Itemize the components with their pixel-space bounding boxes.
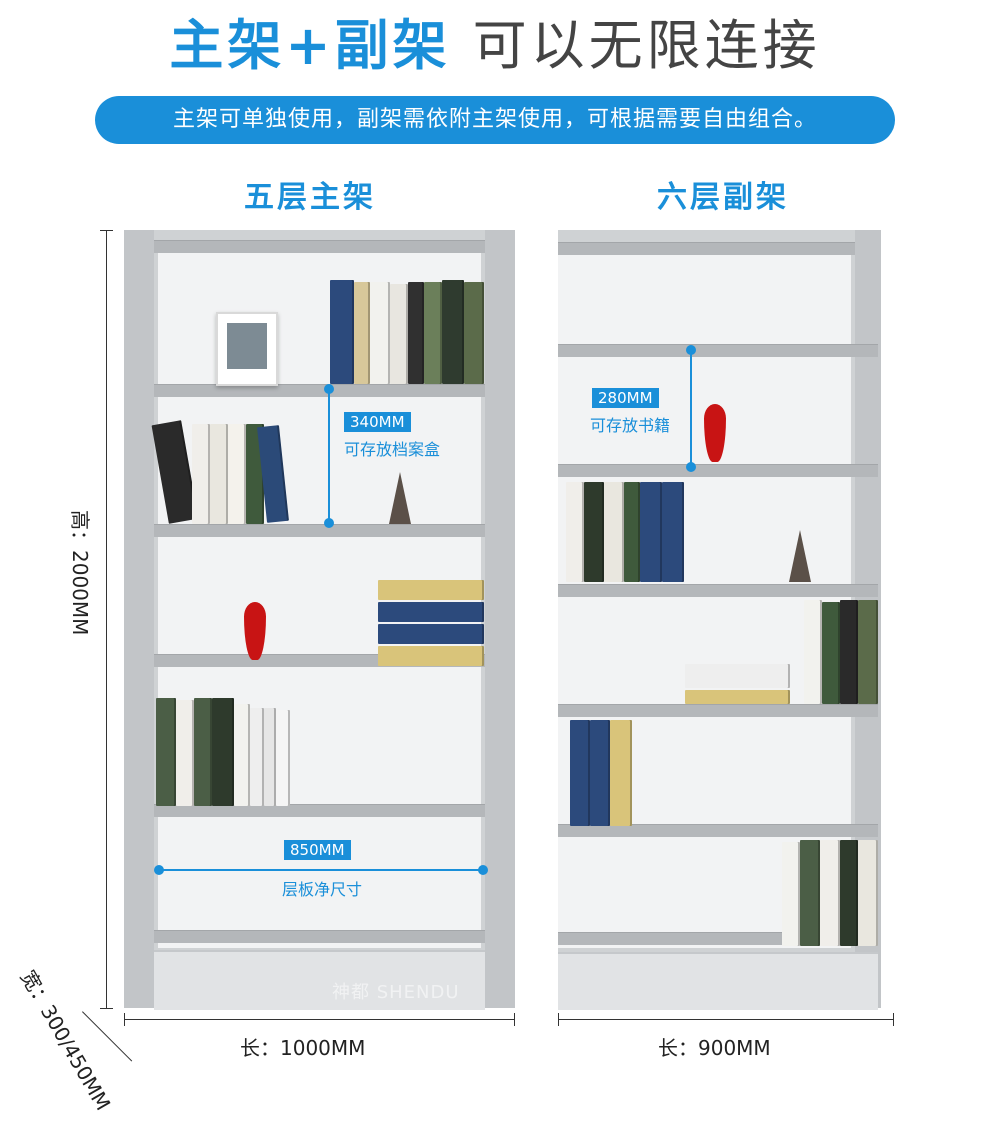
book	[590, 720, 610, 826]
main-shelf-right-post	[485, 230, 515, 1008]
title-plus: +	[285, 14, 335, 77]
title-main-part2: 副架	[334, 14, 451, 77]
title-suffix: 可以无限连接	[472, 14, 821, 77]
sub-shelf-board-2	[558, 464, 878, 477]
stacked-book	[685, 690, 790, 704]
book	[408, 282, 424, 384]
stacked-book	[378, 646, 484, 666]
book	[210, 424, 228, 524]
book	[570, 720, 590, 826]
eiffel-tower-figurine	[789, 530, 811, 582]
sub-shelf-base	[558, 952, 878, 1010]
height-dim-cap-bottom	[100, 1008, 113, 1009]
gap-measure-line	[328, 389, 330, 523]
red-vase	[704, 404, 726, 462]
book	[782, 842, 800, 946]
width-note: 层板净尺寸	[282, 880, 363, 899]
sub-shelf-title: 六层副架	[657, 180, 789, 215]
book	[858, 840, 878, 946]
main-shelf-board-4	[154, 804, 485, 817]
stacked-book	[378, 624, 484, 644]
left-length-cap-right	[514, 1013, 515, 1026]
book	[194, 698, 212, 806]
sub-shelf-board-1	[558, 344, 878, 357]
book	[176, 700, 194, 806]
book	[276, 710, 290, 806]
width-measure-line	[159, 869, 483, 871]
book	[464, 282, 484, 384]
main-shelf-board-top	[154, 240, 485, 253]
height-dim-line	[106, 230, 107, 1008]
book	[250, 708, 264, 806]
gap-tag-340: 340MM	[344, 412, 411, 432]
main-shelf-board-2	[154, 524, 485, 537]
book	[604, 482, 624, 582]
left-length-dim-line	[124, 1019, 515, 1020]
book	[212, 698, 234, 806]
right-length-label: 长：900MM	[658, 1036, 771, 1060]
book	[156, 698, 176, 806]
watermark: 神都 SHENDU	[332, 982, 460, 1003]
gap-tag-280: 280MM	[592, 388, 659, 408]
book	[800, 840, 820, 946]
sub-shelf-board-4	[558, 704, 878, 717]
photo-frame-picture	[227, 323, 267, 369]
book	[370, 282, 390, 384]
book	[192, 424, 210, 524]
measure-dot	[686, 462, 696, 472]
sub-shelf-board-top	[558, 242, 855, 255]
main-shelf-board-1	[154, 384, 485, 397]
stacked-book	[378, 602, 484, 622]
stacked-book	[685, 664, 790, 688]
stacked-book	[378, 580, 484, 600]
main-shelf-board-5	[154, 930, 485, 943]
book	[234, 704, 250, 806]
left-length-cap-left	[124, 1013, 125, 1026]
right-length-dim-line	[558, 1019, 894, 1020]
book	[424, 282, 442, 384]
right-length-cap-left	[558, 1013, 559, 1026]
width-tag-850: 850MM	[284, 840, 351, 860]
book	[840, 600, 858, 704]
book	[610, 720, 632, 826]
measure-dot	[324, 518, 334, 528]
sub-shelf-board-3	[558, 584, 878, 597]
book	[442, 280, 464, 384]
depth-label: 宽：300/450MM	[15, 966, 116, 1115]
book	[566, 482, 584, 582]
main-shelf-title: 五层主架	[244, 180, 376, 215]
book	[354, 282, 370, 384]
measure-dot	[478, 865, 488, 875]
book	[820, 840, 840, 946]
book	[804, 600, 822, 704]
sub-shelf-board-5	[558, 824, 878, 837]
book	[264, 708, 276, 806]
book	[584, 482, 604, 582]
book	[624, 482, 640, 582]
sub-shelf	[558, 230, 881, 1010]
book	[858, 600, 878, 704]
book	[662, 482, 684, 582]
page-title: 主架+副架可以无限连接	[0, 10, 990, 82]
red-vase	[244, 602, 266, 660]
height-label: 高：2000MM	[68, 510, 92, 636]
main-shelf-base	[154, 950, 485, 1010]
info-banner: 主架可单独使用，副架需依附主架使用，可根据需要自由组合。	[95, 96, 895, 144]
title-main-part1: 主架	[169, 14, 286, 77]
gap-measure-line	[690, 350, 692, 466]
height-dim-cap-top	[100, 230, 113, 231]
book	[390, 284, 408, 384]
photo-frame	[216, 312, 278, 386]
book	[228, 424, 246, 524]
gap-note-books: 可存放书籍	[590, 416, 671, 435]
eiffel-tower-figurine	[389, 472, 411, 524]
book	[640, 482, 662, 582]
book	[840, 840, 858, 946]
main-shelf-left-post	[124, 230, 154, 1008]
book	[822, 602, 840, 704]
right-length-cap-right	[893, 1013, 894, 1026]
gap-note-archive: 可存放档案盒	[344, 440, 441, 459]
book	[330, 280, 354, 384]
left-length-label: 长：1000MM	[240, 1036, 366, 1060]
